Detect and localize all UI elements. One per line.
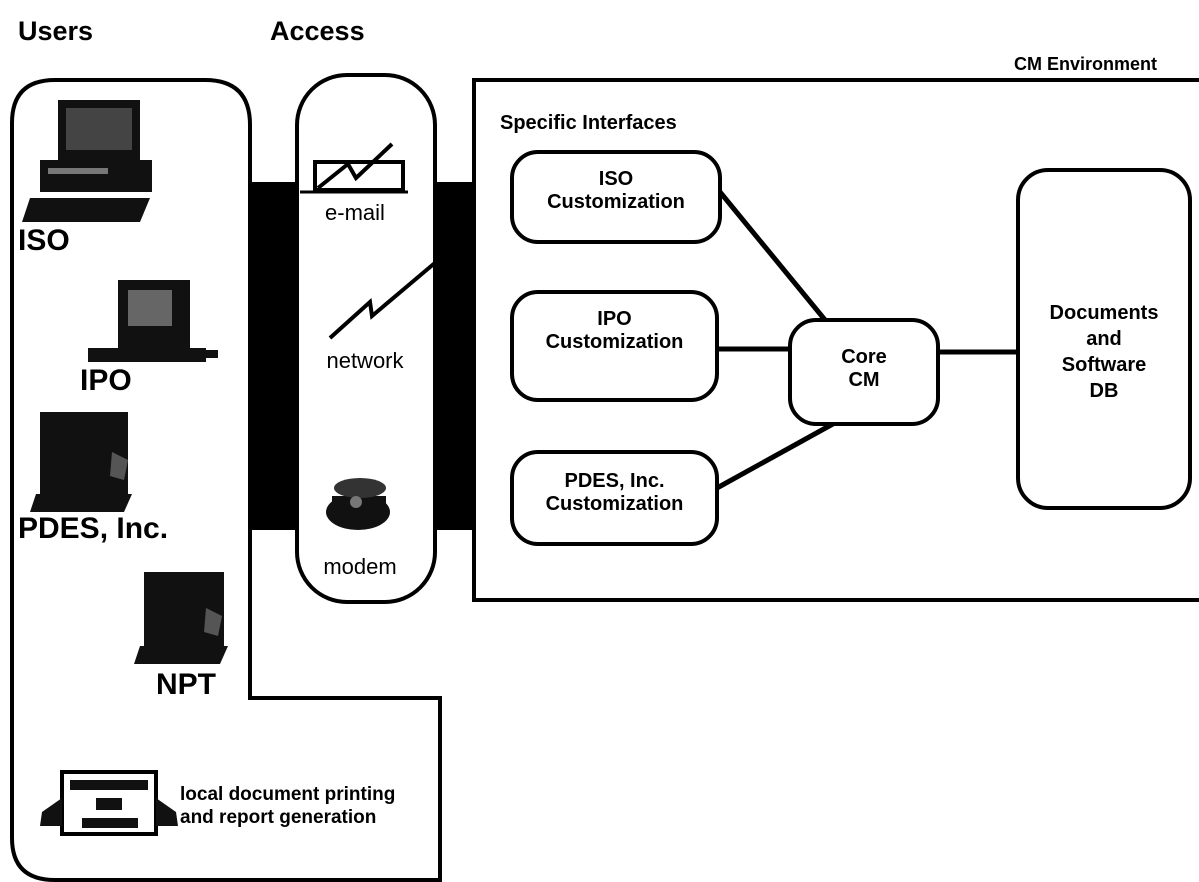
core-cm-box <box>788 318 940 426</box>
ipo-customization-label: IPO Customization <box>512 308 717 354</box>
ipo-customization-line-1: IPO <box>597 308 632 330</box>
specific-interfaces-label: Specific Interfaces <box>500 112 677 134</box>
documents-db-line-2: and <box>1086 328 1122 350</box>
terminal-icon <box>30 412 132 512</box>
pdes-customization-line-1: PDES, Inc. <box>564 470 665 492</box>
user-pdes-label: PDES, Inc. <box>18 512 169 545</box>
documents-db-line-1: Documents <box>1049 302 1159 324</box>
printing-line-1: local document printing <box>180 784 396 805</box>
ipo-customization-box <box>510 290 719 402</box>
iso-customization-label: ISO Customization <box>512 168 720 214</box>
iso-customization-box <box>510 150 722 244</box>
documents-db-label: Documents and Software DB <box>1018 300 1190 404</box>
core-cm-line-1: Core <box>841 346 887 368</box>
access-email-label: e-mail <box>325 200 385 225</box>
user-iso-label: ISO <box>18 224 70 257</box>
printing-label: local document printing and report gener… <box>180 784 395 830</box>
core-cm-line-2: CM <box>848 369 880 391</box>
pdes-customization-box <box>510 450 719 546</box>
cm-environment-label: CM Environment <box>1014 54 1158 74</box>
iso-core-link <box>718 190 832 328</box>
pdes-customization-line-2: Customization <box>545 493 684 515</box>
core-cm-label: Core CM <box>790 346 938 392</box>
pdes-customization-label: PDES, Inc. Customization <box>512 470 717 516</box>
email-envelope-icon <box>300 142 408 194</box>
users-header: Users <box>18 16 94 46</box>
access-cm-connector <box>430 182 475 530</box>
documents-db-box <box>1016 168 1192 510</box>
mac-computer-icon <box>88 280 218 362</box>
terminal-icon <box>134 572 228 664</box>
printer-icon <box>40 770 178 836</box>
users-access-connector <box>250 182 300 530</box>
access-modem-label: modem <box>323 554 397 579</box>
lightning-icon <box>328 260 438 340</box>
user-npt-label: NPT <box>156 668 216 701</box>
user-ipo-label: IPO <box>80 364 132 397</box>
access-header: Access <box>270 16 365 46</box>
iso-customization-line-2: Customization <box>547 191 685 213</box>
documents-db-line-3: Software <box>1061 354 1147 376</box>
ipo-customization-line-2: Customization <box>545 331 684 353</box>
desktop-computer-icon <box>22 100 152 222</box>
printing-line-2: and report generation <box>180 806 377 828</box>
access-network-label: network <box>326 348 404 373</box>
telephone-icon <box>326 478 390 530</box>
access-container <box>295 73 437 604</box>
iso-customization-line-1: ISO <box>598 168 634 190</box>
documents-db-line-4: DB <box>1089 380 1119 402</box>
pdes-core-link <box>715 417 842 491</box>
